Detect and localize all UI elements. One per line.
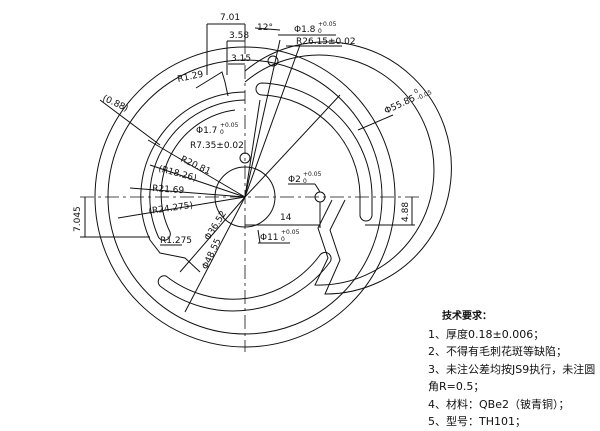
tol-lower: 0: [281, 236, 285, 243]
note-item: 2、不得有毛刺花斑等缺陷；: [428, 345, 567, 358]
tol-lower: 0: [303, 178, 307, 185]
dim-hole-phi11-group: Φ11 +0.05 0: [260, 229, 300, 243]
center-hole: [214, 166, 276, 228]
note-item: 4、材料：QBe2（铍青铜）；: [428, 397, 570, 411]
dim-hole-phi11: Φ11: [260, 233, 279, 243]
tol-lower: 0: [220, 129, 224, 136]
hole-phi1-7: [239, 152, 251, 164]
dim-3-58: 3.58: [229, 31, 249, 41]
dim-hole-phi1-7: Φ1.7: [196, 126, 217, 136]
spring-arm-outer: [244, 41, 452, 295]
dim-r7-35: R7.35±0.02: [190, 141, 244, 151]
part-drawing: 7.01 3.58 3.15 12° Φ1.8 +0.05 0 R26.15±0…: [73, 13, 452, 352]
outer-circle: [94, 46, 396, 348]
notes-title: 技术要求：: [442, 311, 492, 322]
note-item: 3、未注公差均按JS9执行，未注圆角R=0.5；: [428, 362, 596, 394]
tol-lower: 0: [318, 28, 322, 35]
tol-upper: +0.05: [281, 229, 300, 236]
dim-r24-275: (R24.275): [148, 201, 194, 217]
slot-right: [255, 82, 373, 222]
dim-14: 14: [280, 213, 292, 223]
dim-hole-phi2-group: Φ2 +0.05 0: [288, 171, 322, 185]
dim-angle-12: 12°: [257, 23, 273, 33]
dim-hole-phi1-8: Φ1.8: [294, 25, 316, 35]
dim-hole-phi2: Φ2: [288, 175, 301, 185]
dim-4-88: 4.88: [401, 202, 411, 222]
dim-7-045: 7.045: [73, 206, 83, 232]
hole-phi1-8: [267, 55, 279, 67]
dim-r26-15: R26.15±0.02: [296, 37, 356, 47]
tol-lower: -0.05: [416, 89, 433, 102]
slot-bottom: [157, 251, 332, 312]
dim-7-01: 7.01: [220, 13, 240, 23]
tol-upper: +0.05: [318, 21, 337, 28]
note-item: 5、型号：TH101；: [428, 415, 526, 428]
dim-hole-phi1-8-group: Φ1.8 +0.05 0: [294, 21, 337, 35]
dim-outer-phi55-85: Φ55.85: [383, 94, 417, 117]
ring-circle: [107, 59, 383, 335]
technical-requirements: 技术要求： 1、厚度0.18±0.006； 2、不得有毛刺花斑等缺陷； 3、未注…: [428, 308, 600, 431]
tol-upper: 0: [413, 88, 420, 96]
dim-hole-phi1-7-group: Φ1.7 +0.05 0: [196, 122, 239, 136]
dim-r21-69: R21.69: [152, 184, 185, 196]
radial-leaders: [99, 39, 341, 313]
inner-contour-left: [140, 91, 246, 273]
dim-3-15: 3.15: [231, 54, 251, 64]
dim-phi36-52: Φ36.52: [203, 209, 229, 242]
note-item: 1、厚度0.18±0.006；: [428, 327, 545, 341]
spring-arm-inner: [244, 54, 435, 286]
slot-left: [149, 99, 246, 241]
dim-outer-phi55-85-group: Φ55.85 0 -0.05: [383, 88, 433, 117]
dim-phi48-55: Φ48.55: [201, 237, 224, 271]
tol-upper: +0.05: [220, 122, 239, 129]
tol-upper: +0.05: [303, 171, 322, 178]
dim-r1-29: R1.29: [177, 70, 205, 85]
dim-r1-275: R1.275: [160, 236, 192, 246]
notch-top: [195, 71, 229, 97]
linear-dimensions: [80, 23, 415, 246]
